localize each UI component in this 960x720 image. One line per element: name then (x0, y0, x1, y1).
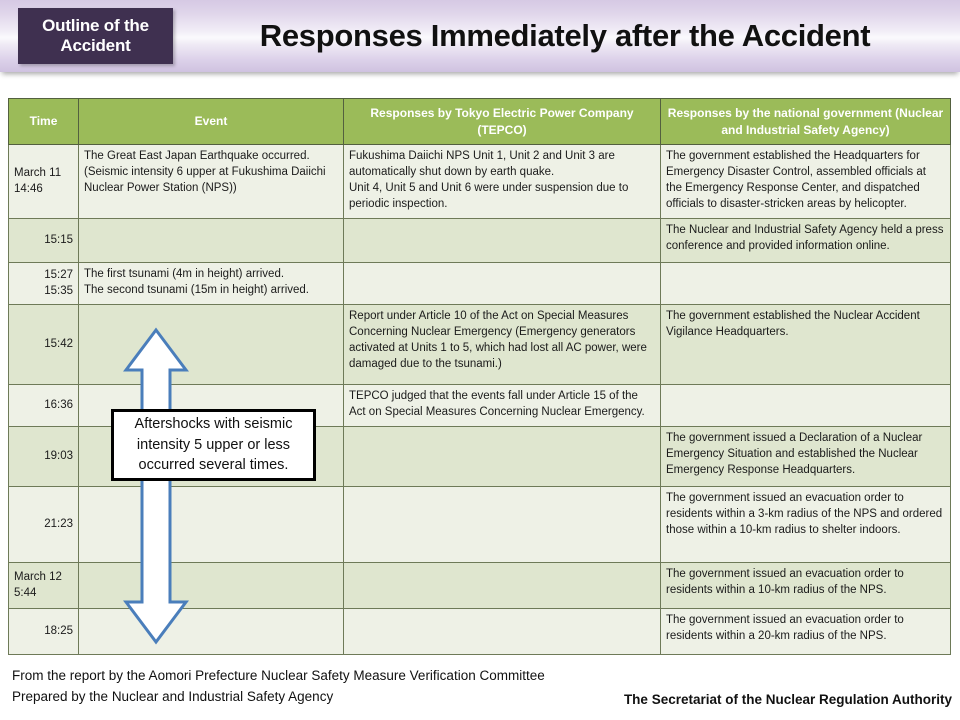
slide-title-band: Outline of the Accident Responses Immedi… (0, 0, 960, 72)
page-title: Responses Immediately after the Accident (259, 18, 871, 53)
table-row: 21:23 The government issued an evacuation… (8, 486, 951, 564)
cell-tepco: TEPCO judged that the events fall under … (343, 384, 661, 428)
cell-time: 16:36 (8, 384, 79, 428)
table-header-row: Time Event Responses by Tokyo Electric P… (8, 97, 951, 146)
cell-time: 15:42 (8, 304, 79, 386)
column-header-time: Time (8, 97, 79, 146)
cell-government: The Nuclear and Industrial Safety Agency… (660, 218, 951, 264)
table-row: March 12 5:44 The government issued an ev… (8, 562, 951, 610)
callout-text: Aftershocks with seismic intensity 5 upp… (134, 416, 293, 474)
column-header-government: Responses by the national government (Nu… (660, 97, 951, 146)
footer-line-1: From the report by the Aomori Prefecture… (12, 668, 545, 683)
cell-event (78, 608, 344, 656)
column-header-event: Event (78, 97, 344, 146)
footer-authority: The Secretariat of the Nuclear Regulatio… (623, 692, 952, 707)
cell-government: The government established the Headquart… (660, 144, 951, 220)
cell-event (78, 486, 344, 564)
cell-government: The government issued an evacuation orde… (660, 562, 951, 610)
cell-time: 15:27 15:35 (8, 262, 79, 306)
cell-tepco (343, 262, 661, 306)
cell-government: The government established the Nuclear A… (660, 304, 951, 386)
cell-time: 19:03 (8, 426, 79, 488)
cell-government (660, 384, 951, 428)
section-badge: Outline of the Accident (18, 8, 173, 64)
cell-time: 21:23 (8, 486, 79, 564)
cell-tepco: Fukushima Daiichi NPS Unit 1, Unit 2 and… (343, 144, 661, 220)
cell-tepco: Report under Article 10 of the Act on Sp… (343, 304, 661, 386)
cell-tepco (343, 608, 661, 656)
cell-event (78, 218, 344, 264)
cell-government (660, 262, 951, 306)
table-row: 15:15 The Nuclear and Industrial Safety A… (8, 218, 951, 264)
cell-government: The government issued a Declaration of a… (660, 426, 951, 488)
cell-event: The Great East Japan Earthquake occurred… (78, 144, 344, 220)
cell-government: The government issued an evacuation orde… (660, 608, 951, 656)
table-head: Time Event Responses by Tokyo Electric P… (8, 97, 951, 146)
callout-box: Aftershocks with seismic intensity 5 upp… (111, 409, 316, 481)
cell-tepco (343, 218, 661, 264)
timeline-table-wrapper: Time Event Responses by Tokyo Electric P… (8, 97, 951, 656)
table-row: 18:25 The government issued an evacuation… (8, 608, 951, 656)
cell-time: March 12 5:44 (8, 562, 79, 610)
footer-source: From the report by the Aomori Prefecture… (12, 666, 652, 708)
cell-time: 15:15 (8, 218, 79, 264)
cell-tepco (343, 426, 661, 488)
cell-event (78, 562, 344, 610)
column-header-tepco: Responses by Tokyo Electric Power Compan… (343, 97, 661, 146)
table-row: 15:42 Report under Article 10 of the Act … (8, 304, 951, 386)
cell-tepco (343, 562, 661, 610)
timeline-table: Time Event Responses by Tokyo Electric P… (8, 97, 951, 656)
cell-time: March 11 14:46 (8, 144, 79, 220)
footer-line-2: Prepared by the Nuclear and Industrial S… (12, 688, 334, 704)
cell-government: The government issued an evacuation orde… (660, 486, 951, 564)
cell-event (78, 304, 344, 386)
cell-event: The first tsunami (4m in height) arrived… (78, 262, 344, 306)
table-row: 16:36 TEPCO judged that the events fall u… (8, 384, 951, 428)
cell-tepco (343, 486, 661, 564)
cell-time: 18:25 (8, 608, 79, 656)
